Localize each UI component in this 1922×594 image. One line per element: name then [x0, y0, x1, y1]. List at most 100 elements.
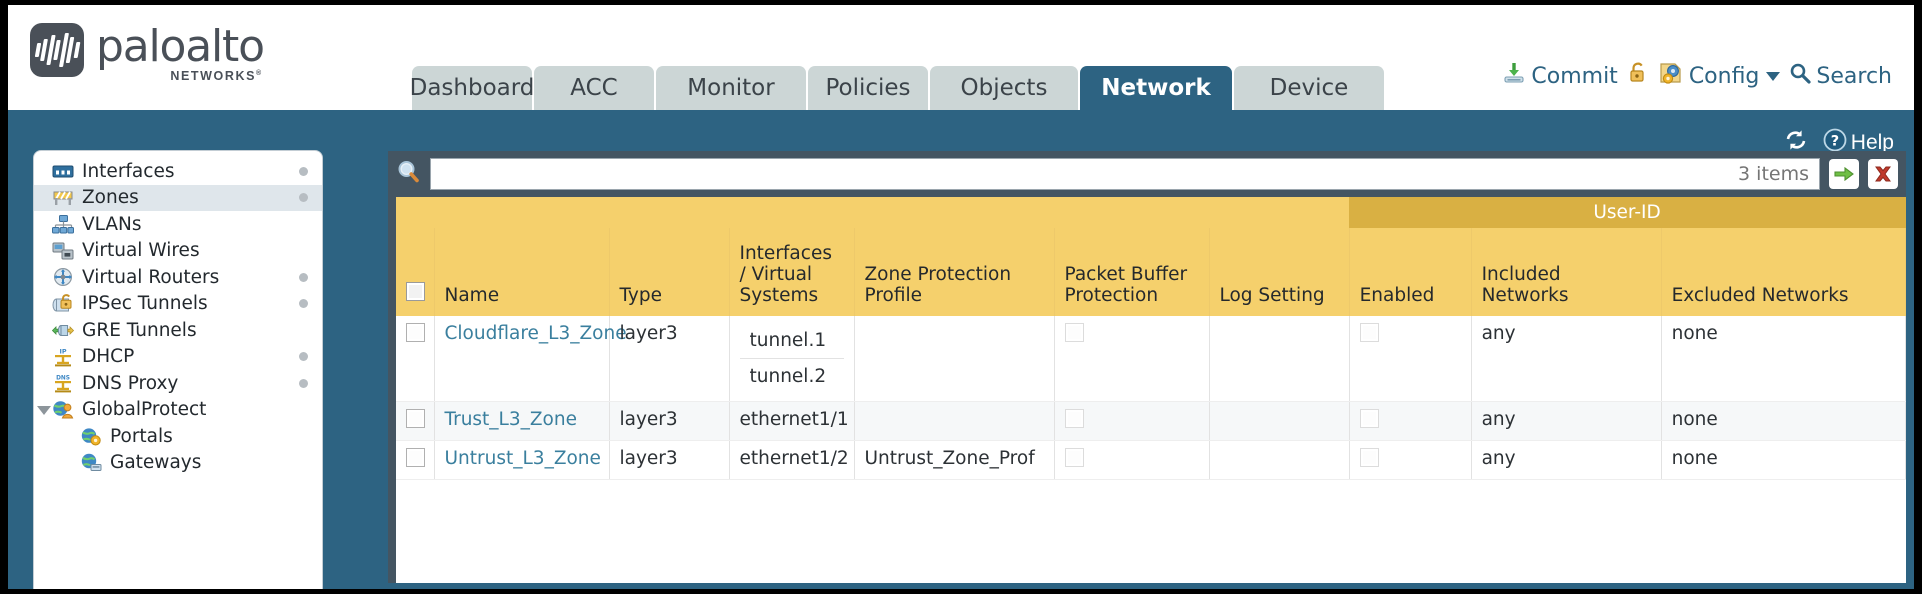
apply-filter-button[interactable] — [1829, 159, 1859, 189]
sidebar-item-label: Portals — [110, 425, 173, 447]
zone-name-link[interactable]: Untrust_L3_Zone — [444, 448, 601, 469]
cell-log-setting — [1209, 316, 1350, 402]
column-header-name[interactable]: Name — [434, 228, 610, 316]
tab-policies-label: Policies — [825, 75, 911, 101]
commit-button[interactable]: Commit — [1502, 61, 1618, 91]
tab-network-label: Network — [1101, 75, 1211, 101]
svg-text:DNS: DNS — [56, 376, 70, 382]
zones-table-container: User-ID Name Type Interfaces / Virtual S… — [396, 197, 1906, 583]
cell-log-setting — [1209, 401, 1350, 441]
row-checkbox[interactable] — [406, 323, 425, 342]
zone-name-link[interactable]: Trust_L3_Zone — [444, 409, 577, 430]
brand-name: paloalto — [96, 21, 265, 72]
portals-icon — [80, 427, 102, 446]
search-menu[interactable]: Search — [1789, 62, 1892, 90]
sidebar-item-zones[interactable]: Zones — [34, 184, 322, 211]
brand-subtitle: NETWORKS® — [170, 69, 262, 83]
column-header-packet-buffer-protection[interactable]: Packet Buffer Protection — [1054, 228, 1210, 316]
cell-zone-interfaces: tunnel.1 tunnel.2 — [729, 316, 855, 402]
column-header-log-setting[interactable]: Log Setting — [1209, 228, 1350, 316]
gre-tunnels-icon — [52, 321, 74, 340]
tab-acc[interactable]: ACC — [534, 66, 654, 110]
row-checkbox[interactable] — [406, 448, 425, 467]
userid-enabled-checkbox[interactable] — [1359, 448, 1379, 467]
cell-log-setting — [1209, 440, 1350, 480]
tab-objects[interactable]: Objects — [930, 66, 1078, 110]
refresh-icon[interactable] — [1783, 128, 1809, 158]
sidebar-item-vlans[interactable]: VLANs — [34, 211, 322, 238]
sidebar-item-gre-tunnels[interactable]: GRE Tunnels — [34, 317, 322, 344]
sidebar-item-virtual-routers[interactable]: Virtual Routers — [34, 264, 322, 291]
cell-zone-type: layer3 — [609, 440, 730, 480]
sidebar-item-portals[interactable]: Portals — [34, 423, 322, 450]
tab-policies[interactable]: Policies — [808, 66, 928, 110]
sidebar-item-dns-proxy[interactable]: DNS DNS Proxy — [34, 370, 322, 397]
search-input[interactable]: 3 items — [430, 158, 1820, 190]
cell-zone-interfaces: ethernet1/1 — [729, 401, 855, 441]
cell-included-networks: any — [1471, 440, 1662, 480]
row-select-cell — [396, 401, 435, 441]
virtual-routers-icon — [52, 268, 74, 287]
cell-userid-enabled — [1349, 440, 1472, 480]
paloalto-logo: paloalto NETWORKS® — [30, 21, 265, 83]
cell-excluded-networks: none — [1661, 316, 1906, 402]
row-checkbox[interactable] — [406, 409, 425, 428]
config-label: Config — [1688, 63, 1760, 89]
column-header-zone-protection-profile[interactable]: Zone Protection Profile — [854, 228, 1055, 316]
twisty-expanded-icon[interactable] — [37, 405, 51, 415]
tab-objects-label: Objects — [960, 75, 1048, 101]
cell-excluded-networks: none — [1661, 401, 1906, 441]
status-dot — [299, 378, 308, 388]
zones-content-pane: 3 items — [388, 151, 1906, 583]
tab-network[interactable]: Network — [1080, 66, 1232, 110]
group-header-userid: User-ID — [1349, 197, 1906, 228]
packet-buffer-protection-checkbox[interactable] — [1064, 448, 1084, 467]
tab-monitor[interactable]: Monitor — [656, 66, 806, 110]
zones-table-body: Cloudflare_L3_Zone layer3 tunnel.1 tunne… — [396, 316, 1906, 480]
userid-enabled-checkbox[interactable] — [1359, 409, 1379, 428]
sidebar-item-label: Virtual Wires — [82, 240, 200, 262]
sidebar-item-gateways[interactable]: Gateways — [34, 450, 322, 477]
help-button[interactable]: ? Help — [1823, 128, 1894, 158]
packet-buffer-protection-checkbox[interactable] — [1064, 409, 1084, 428]
filter-search-icon[interactable] — [396, 159, 422, 190]
application-window: paloalto NETWORKS® Dashboard ACC Monitor… — [8, 5, 1914, 589]
sidebar-item-label: GlobalProtect — [82, 399, 207, 421]
select-all-checkbox[interactable] — [406, 282, 425, 301]
table-row[interactable]: Trust_L3_Zone layer3 ethernet1/1 any — [396, 401, 1906, 441]
commit-label: Commit — [1531, 63, 1618, 89]
sidebar-item-ipsec-tunnels[interactable]: IPSec Tunnels — [34, 291, 322, 318]
column-header-type[interactable]: Type — [609, 228, 730, 316]
userid-enabled-checkbox[interactable] — [1359, 323, 1379, 342]
globalprotect-icon — [52, 400, 74, 419]
sidebar-item-virtual-wires[interactable]: Virtual Wires — [34, 238, 322, 265]
cell-zone-interfaces: ethernet1/2 — [729, 440, 855, 480]
chevron-down-icon — [1766, 71, 1781, 81]
packet-buffer-protection-checkbox[interactable] — [1064, 323, 1084, 342]
sidebar-item-label: Virtual Routers — [82, 266, 220, 288]
help-question-icon: ? — [1823, 128, 1847, 158]
top-header-bar: paloalto NETWORKS® Dashboard ACC Monitor… — [8, 5, 1914, 110]
column-header-interfaces[interactable]: Interfaces / Virtual Systems — [729, 228, 855, 316]
tab-dashboard[interactable]: Dashboard — [410, 66, 534, 110]
utility-toolbar: Commit C — [1502, 61, 1892, 91]
table-row[interactable]: Cloudflare_L3_Zone layer3 tunnel.1 tunne… — [396, 316, 1906, 402]
column-header-userid-enabled[interactable]: Enabled — [1349, 228, 1472, 316]
table-row[interactable]: Untrust_L3_Zone layer3 ethernet1/2 Untru… — [396, 440, 1906, 480]
cell-userid-enabled — [1349, 401, 1472, 441]
tab-device[interactable]: Device — [1234, 66, 1384, 110]
cell-zone-name: Cloudflare_L3_Zone — [434, 316, 627, 402]
padlock-icon[interactable] — [1627, 61, 1649, 91]
config-menu[interactable]: Config — [1658, 61, 1781, 91]
zone-name-link[interactable]: Cloudflare_L3_Zone — [444, 323, 627, 344]
clear-filter-button[interactable] — [1868, 159, 1898, 189]
column-header-excluded-networks[interactable]: Excluded Networks — [1661, 228, 1906, 316]
cell-included-networks: any — [1471, 316, 1662, 402]
sidebar-item-dhcp[interactable]: IP DHCP — [34, 344, 322, 371]
vlans-icon — [52, 214, 74, 234]
sidebar-item-globalprotect[interactable]: GlobalProtect — [34, 397, 322, 424]
sidebar-item-interfaces[interactable]: Interfaces — [34, 158, 322, 185]
status-dot — [299, 193, 308, 203]
cell-zone-protection-profile: Untrust_Zone_Prof — [854, 440, 1055, 480]
column-header-included-networks[interactable]: Included Networks — [1471, 228, 1662, 316]
